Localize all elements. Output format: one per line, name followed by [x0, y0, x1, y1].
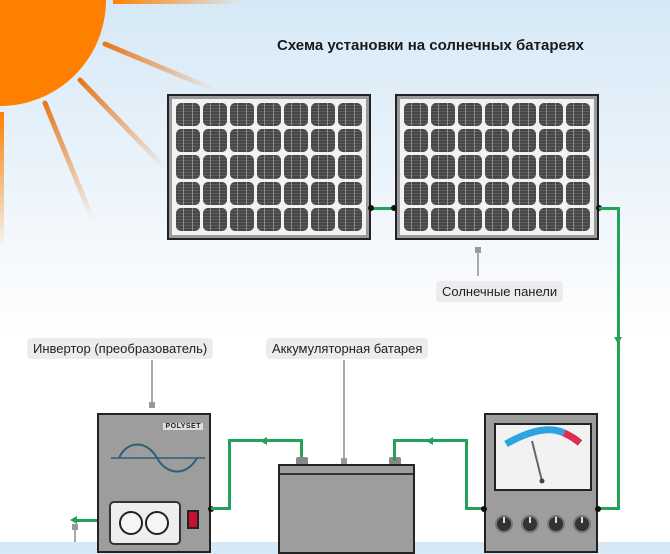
wire-panel-to-panel — [371, 207, 395, 210]
inverter-device: POLYSET — [97, 413, 211, 553]
knob-icon[interactable] — [547, 515, 565, 533]
leader-line — [477, 252, 479, 276]
knob-icon[interactable] — [495, 515, 513, 533]
socket-icon — [119, 511, 143, 535]
terminal — [391, 205, 397, 211]
arrow-left-icon — [70, 516, 77, 524]
sun-icon — [0, 0, 240, 252]
gauge-icon — [504, 426, 583, 484]
terminal — [595, 506, 601, 512]
wire-meter-to-battery — [465, 507, 485, 510]
leader-cap — [475, 247, 481, 253]
wire-battery-to-inverter — [211, 507, 230, 510]
leader-line — [343, 360, 345, 460]
wire-inverter-out — [75, 519, 97, 522]
inverter-brand: POLYSET — [163, 423, 203, 430]
wire-panel-to-meter-v — [617, 207, 620, 509]
wire-battery-to-inverter — [300, 439, 303, 461]
sine-wave-icon — [111, 443, 205, 473]
wire-meter-to-battery — [393, 439, 396, 461]
wire-meter-out — [598, 507, 620, 510]
label-solar-panels: Солнечные панели — [436, 281, 564, 302]
leader-cap — [341, 458, 347, 464]
arrow-down-icon — [614, 337, 622, 344]
solar-panel-1 — [167, 94, 371, 240]
charge-controller-device — [484, 413, 598, 553]
arrow-left-icon — [426, 437, 433, 445]
knob-icon[interactable] — [521, 515, 539, 533]
battery-device — [278, 464, 415, 554]
power-switch-icon[interactable] — [187, 510, 199, 529]
wire-battery-to-inverter — [228, 439, 231, 510]
terminal — [368, 205, 374, 211]
knob-icon[interactable] — [573, 515, 591, 533]
socket-icon — [145, 511, 169, 535]
solar-panel-2 — [395, 94, 599, 240]
terminal — [481, 506, 487, 512]
leader-cap — [72, 524, 78, 530]
battery-terminal-pos — [389, 457, 401, 466]
label-inverter: Инвертор (преобразователь) — [27, 338, 214, 359]
leader-cap — [149, 402, 155, 408]
socket-panel — [109, 501, 181, 545]
arrow-left-icon — [260, 437, 267, 445]
leader-line — [151, 360, 153, 405]
wire-meter-to-battery — [465, 439, 468, 510]
wire-panel-to-meter-h — [599, 207, 619, 210]
label-battery: Аккумуляторная батарея — [266, 338, 429, 359]
battery-terminal-neg — [296, 457, 308, 466]
gauge-display — [494, 423, 592, 491]
diagram-title: Схема установки на солнечных батареях — [277, 37, 584, 54]
leader-line — [74, 530, 76, 542]
